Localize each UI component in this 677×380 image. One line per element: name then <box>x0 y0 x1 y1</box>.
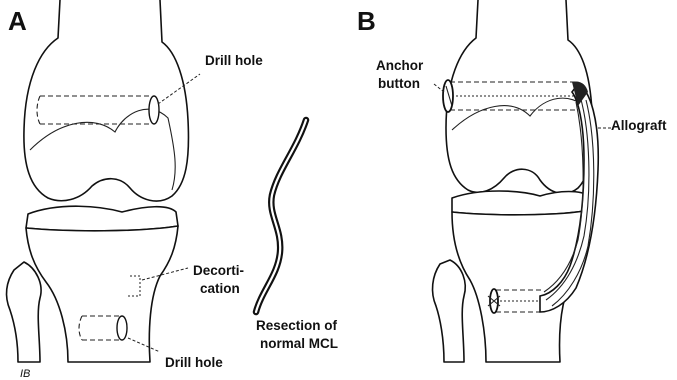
label-decortication-2: cation <box>200 281 240 296</box>
resected-mcl: Resection of normal MCL <box>256 120 338 351</box>
label-allograft: Allograft <box>611 118 667 133</box>
label-resection-2: normal MCL <box>260 336 338 351</box>
tibia-a <box>26 226 178 362</box>
panel-b: B <box>357 0 667 362</box>
fibula-a <box>7 262 42 362</box>
label-decortication-1: Decorti- <box>193 263 244 278</box>
femur-a <box>24 0 189 201</box>
label-anchor-1: Anchor <box>376 58 424 73</box>
tibial-plateau-b <box>452 191 590 215</box>
panel-a: A Drill hole <box>7 0 264 380</box>
label-drill-hole-bottom: Drill hole <box>165 355 223 370</box>
artist-mark: IB <box>20 368 30 380</box>
label-resection-1: Resection of <box>256 318 338 333</box>
leader-anchor-button <box>434 84 444 92</box>
label-anchor-2: button <box>378 76 420 91</box>
femur-b <box>446 0 592 194</box>
tibial-plateau-a <box>26 206 178 231</box>
label-drill-hole-top: Drill hole <box>205 53 263 68</box>
panel-b-letter: B <box>357 6 376 36</box>
anchor-button-femoral <box>443 80 453 112</box>
panel-a-letter: A <box>8 6 27 36</box>
fibula-b <box>433 260 466 362</box>
